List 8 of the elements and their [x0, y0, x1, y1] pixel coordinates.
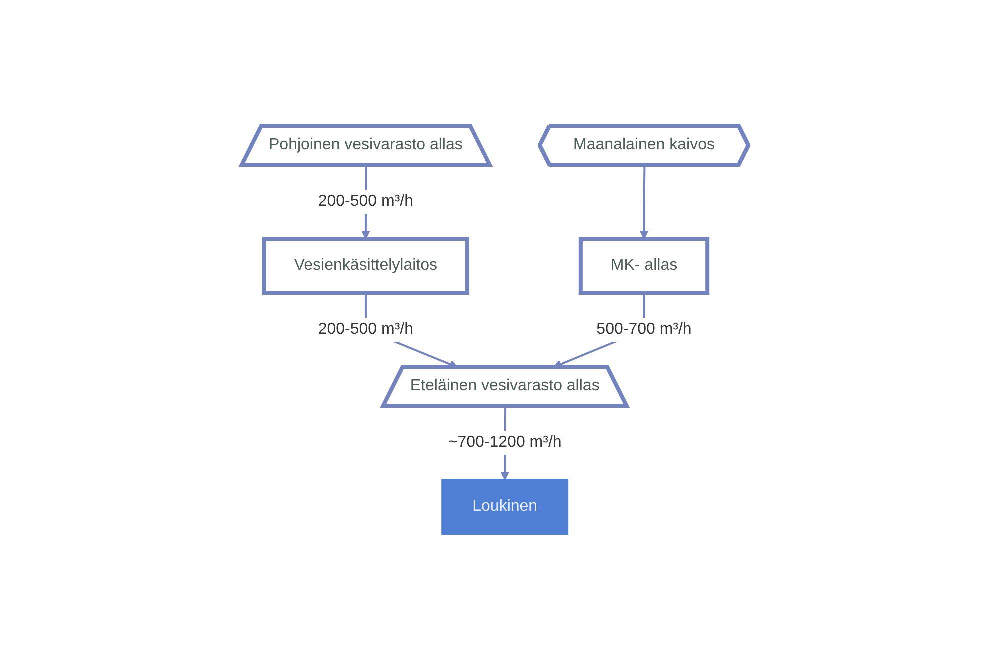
node-box: Vesienkäsittelylaitos — [262, 237, 470, 295]
edge-label: 200-500 m³/h — [318, 320, 414, 338]
edge-label: 500-700 m³/h — [596, 320, 692, 338]
node-box: Loukinen — [441, 478, 568, 535]
edge-label: 200-500 m³/h — [318, 192, 414, 210]
node-box: MK- allas — [578, 237, 710, 295]
arrow — [640, 165, 648, 240]
edge-label: ~700-1200 m³/h — [448, 434, 562, 451]
